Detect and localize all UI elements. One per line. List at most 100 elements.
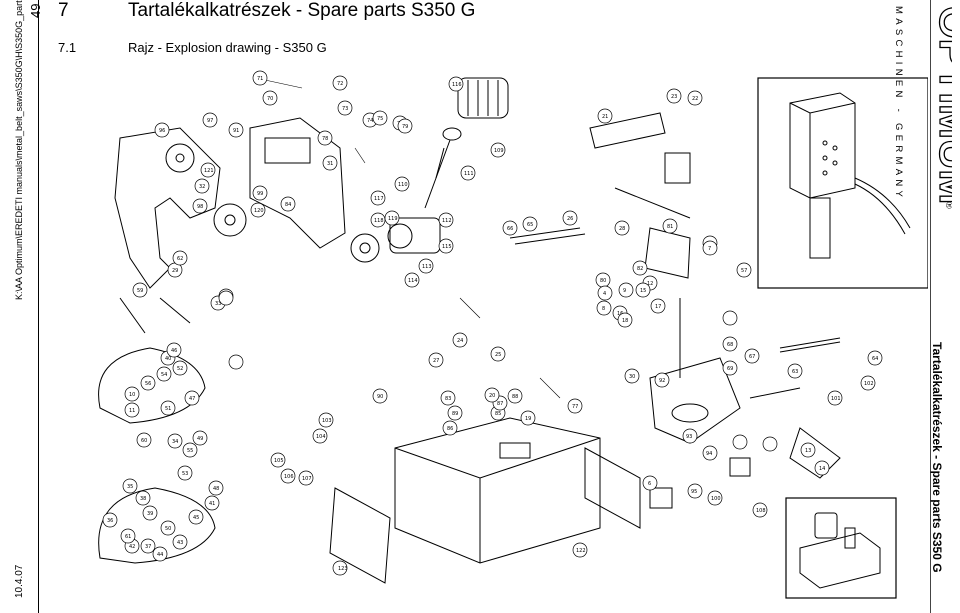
base-cabinet-part [394,417,641,564]
callout: 79 [402,124,408,130]
callout: 117 [374,196,384,202]
callout: 28 [619,226,625,232]
callout: 65 [527,222,533,228]
callout: 59 [137,288,143,294]
callout: 9 [623,288,626,294]
callout: 29 [172,268,178,274]
cylinder-part [649,337,841,509]
callout-labels: 71 70 72 73 74 75 76 79 78 96 91 121 98 … [102,70,883,576]
callout: 37 [145,544,151,550]
callout: 101 [831,396,841,402]
callout: 70 [267,96,273,102]
callout: 31 [327,161,333,167]
callout: 73 [342,106,348,112]
callout: 90 [377,394,383,400]
side-panel-part [329,487,391,584]
callout: 94 [706,451,712,457]
callout: 93 [686,434,692,440]
callout: 53 [182,471,188,477]
callout: 66 [507,226,513,232]
side-title: Tartalékalkatrészek - Spare parts S350 G [930,342,944,573]
callout: 44 [157,552,163,558]
callout: 17 [655,304,661,310]
callout: 99 [257,191,263,197]
callout: 4 [603,291,606,297]
callout: 84 [285,202,291,208]
callout: 103 [322,418,332,424]
callout: 34 [172,439,178,445]
callout: 95 [691,489,697,495]
callout: 50 [165,526,171,532]
callout: 87 [497,401,503,407]
callout: 78 [322,136,328,142]
callout: 102 [864,381,874,387]
callout: 75 [377,116,383,122]
callout: 115 [442,244,452,250]
logo-tagline: MASCHINEN - GERMANY [893,6,904,201]
callout: 97 [207,118,213,124]
callout: 63 [792,369,798,375]
callout: 46 [171,348,177,354]
callout: 42 [129,544,135,550]
chapter-title: Tartalékalkatrészek - Spare parts S350 G [128,0,476,21]
callout: 61 [125,534,131,540]
right-margin-rule [930,0,931,613]
callout: 55 [187,448,193,454]
control-box-part [789,92,911,259]
callout: 108 [756,508,766,514]
callout: 111 [464,171,474,177]
callout: 92 [659,378,665,384]
callout: 104 [316,434,326,440]
callout: 52 [177,366,183,372]
callout: 45 [193,515,199,521]
callout: 13 [805,448,811,454]
callout: 98 [197,204,203,210]
callout: 23 [671,94,677,100]
callout: 38 [140,496,146,502]
callout: 56 [145,381,151,387]
callout: 10 [129,392,135,398]
callout: 105 [274,458,284,464]
callout: 68 [727,342,733,348]
callout: 21 [602,114,608,120]
callout: 120 [254,208,264,214]
callout: 91 [233,128,239,134]
callout: 122 [576,548,586,554]
callout: 74 [367,118,373,124]
date-stamp: 10.4.07 [14,564,25,598]
callout: 116 [452,82,462,88]
gearbox-part [350,217,441,263]
callout: 22 [692,96,698,102]
callout: 15 [640,288,646,294]
callout: 112 [442,218,452,224]
callout: 18 [622,318,628,324]
callout: 33 [215,301,221,307]
callout: 14 [819,466,825,472]
callout: 107 [302,476,312,482]
file-path: K:\AA Optimum\EREDETI manuals\metal_belt… [14,0,24,300]
callout: 110 [398,182,408,188]
section-title: Rajz - Explosion drawing - S350 G [128,40,327,55]
callout: 121 [204,168,214,174]
explosion-drawing: 71 70 72 73 74 75 76 79 78 96 91 121 98 … [98,70,928,599]
callout: 12 [647,281,653,287]
callout: 89 [452,411,458,417]
callout: 20 [489,393,495,399]
callout: 8 [602,306,605,312]
section-number: 7.1 [58,40,77,55]
callout: 88 [512,394,518,400]
callout: 27 [433,358,439,364]
callout: 49 [197,436,203,442]
callout: 60 [141,438,147,444]
callout: 80 [600,278,606,284]
margin-rule [38,0,39,613]
lower-left-guide-part [98,347,216,564]
callout: 96 [159,128,165,134]
callout: 35 [127,484,133,490]
callout: 30 [629,374,635,380]
vice-part [509,112,691,279]
callout: 100 [711,496,721,502]
motor-part [424,77,509,209]
callout: 19 [525,416,531,422]
callout: 41 [209,501,215,507]
